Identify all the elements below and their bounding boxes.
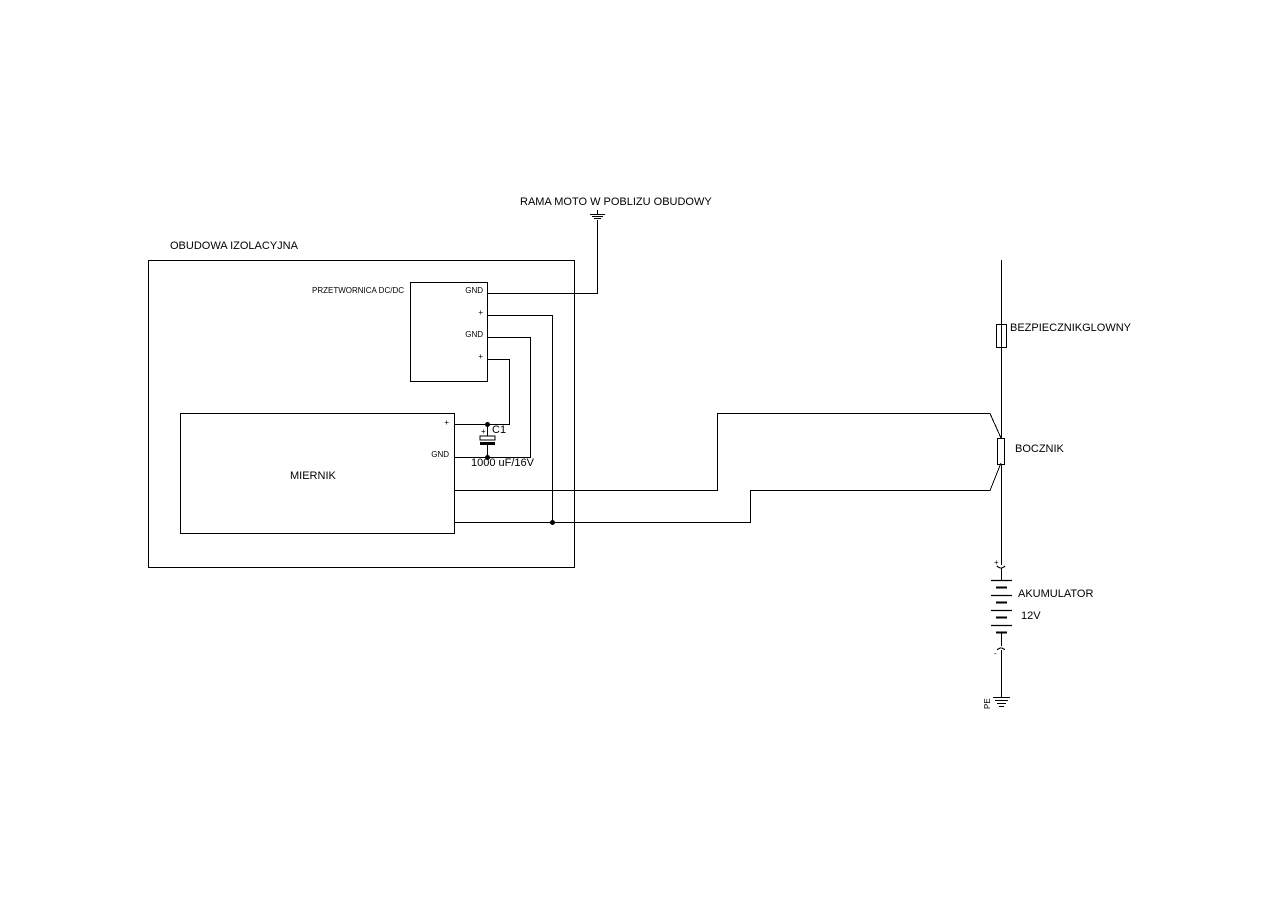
- junction-dot: [485, 422, 490, 427]
- frame-ground-label: RAMA MOTO W POBLIZU OBUDOWY: [520, 196, 712, 208]
- converter-pin-gnd-2: GND: [465, 330, 483, 339]
- wire-gnd-to-meter: [455, 337, 531, 458]
- internal-wiring: [455, 220, 598, 523]
- wire-sense-high: [455, 413, 1002, 491]
- battery-label: AKUMULATOR: [1018, 588, 1093, 600]
- junction-dot: [485, 455, 490, 460]
- capacitor-value: 1000 uF/16V: [471, 457, 535, 469]
- capacitor-plate-positive: [479, 435, 496, 441]
- fuse-label: BEZPIECZNIKGLOWNY: [1010, 322, 1132, 334]
- insulating-enclosure: OBUDOWA IZOLACYJNA: [148, 240, 575, 568]
- pe-ground-icon: [993, 697, 1010, 707]
- wire-sense-low: [455, 462, 1002, 523]
- pe-ground: PE: [983, 697, 1010, 709]
- dc-dc-converter: PRZETWORNICA DC/DC GND + GND +: [312, 282, 488, 382]
- wire-plus-to-meter: [455, 359, 510, 425]
- converter-pin-plus-1: +: [478, 308, 483, 317]
- converter-pin-plus-2: +: [478, 352, 483, 361]
- main-rail: BEZPIECZNIKGLOWNY BOCZNIK: [996, 260, 1132, 565]
- wire-plus-to-battery: [488, 315, 553, 523]
- battery-minus-terminal-icon: [996, 647, 1006, 651]
- capacitor-polarity: +: [481, 427, 486, 436]
- capacitor-c1: + C1 1000 uF/16V: [471, 424, 535, 469]
- meter-pin-plus: +: [444, 418, 449, 427]
- converter-label: PRZETWORNICA DC/DC: [312, 286, 404, 295]
- meter-pin-gnd: GND: [431, 450, 449, 459]
- battery-minus: -: [994, 649, 997, 658]
- enclosure-label: OBUDOWA IZOLACYJNA: [170, 240, 299, 252]
- enclosure-outline: [148, 260, 575, 568]
- meter-body: [180, 413, 455, 534]
- meter-label: MIERNIK: [290, 470, 337, 482]
- converter-pin-gnd-1: GND: [465, 286, 483, 295]
- shunt-label: BOCZNIK: [1015, 443, 1065, 455]
- shunt-sense-wiring: [455, 413, 1002, 523]
- battery-voltage: 12V: [1021, 610, 1041, 622]
- converter-body: [410, 282, 488, 382]
- shunt-icon: [997, 438, 1005, 465]
- pe-label: PE: [983, 698, 992, 709]
- battery-plus: +: [994, 558, 999, 567]
- battery-cells-icon: [991, 579, 1012, 634]
- capacitor-ref: C1: [492, 424, 506, 436]
- battery: + - AKUMULATOR 12V: [991, 558, 1093, 697]
- meter: MIERNIK + GND: [180, 413, 455, 534]
- frame-ground: RAMA MOTO W POBLIZU OBUDOWY: [520, 196, 712, 219]
- capacitor-plate-negative: [480, 442, 495, 445]
- wire-gnd-to-frame: [488, 220, 598, 294]
- frame-ground-icon: [590, 210, 605, 219]
